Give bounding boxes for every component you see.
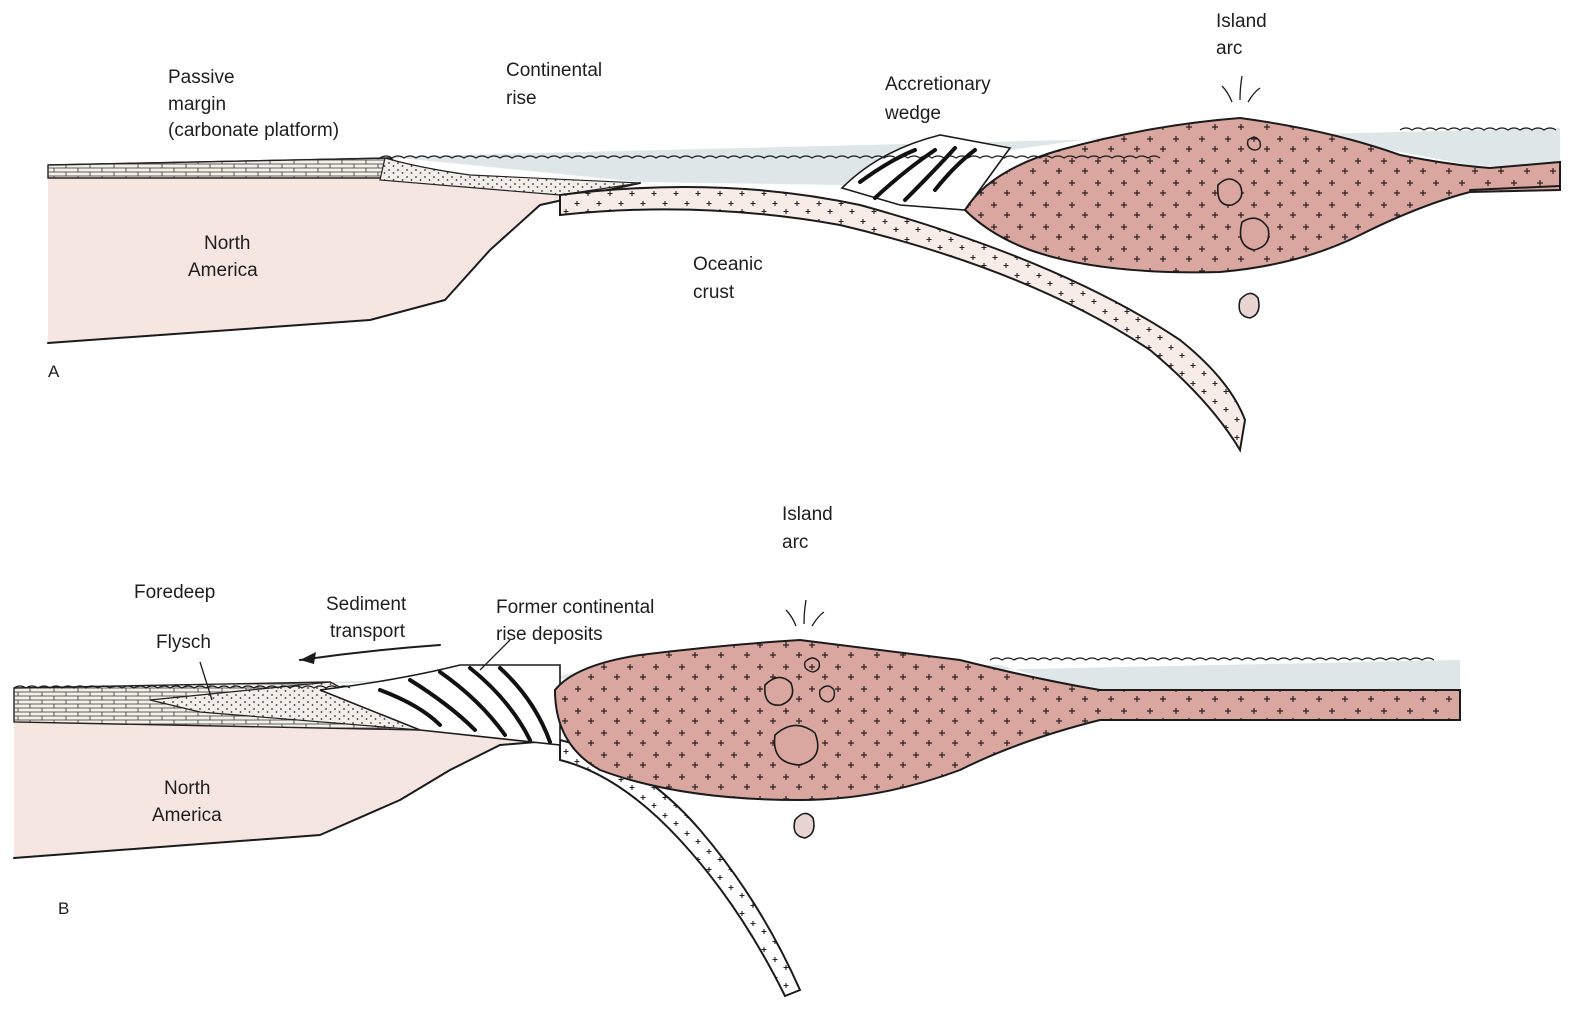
magma-blob-b1 — [765, 677, 793, 705]
magma-blob-b3 — [820, 686, 835, 702]
magma-blob-b2 — [775, 725, 818, 765]
magma-blob-a2 — [1241, 218, 1269, 250]
magma-blob-b5 — [794, 813, 814, 838]
magma-blob-a1 — [1218, 179, 1242, 205]
magma-blob-a3 — [1239, 293, 1259, 318]
label-foredeep: Foredeep — [134, 582, 215, 603]
sediment-transport-arrow — [300, 645, 440, 660]
label-accretionary-wedge: Accretionary wedge — [884, 74, 996, 124]
label-oceanic-crust: Oceanic crust — [693, 254, 768, 303]
wave-ticks-a2 — [1400, 128, 1556, 130]
label-continental-rise: Continental rise — [506, 60, 607, 109]
carbonate-platform-a — [48, 158, 420, 178]
wave-ticks-b2 — [990, 658, 1434, 660]
label-island-arc-a: Island arc — [1216, 11, 1272, 59]
label-former-rise-deposits: Former continental rise deposits — [496, 597, 660, 645]
label-flysch: Flysch — [156, 632, 211, 653]
label-island-arc-b: Island arc — [782, 504, 838, 553]
volcano-icon-a — [1222, 76, 1260, 102]
panel-a: Passive margin (carbonate platform) Cont… — [48, 11, 1560, 450]
label-sediment-transport: Sediment transport — [326, 594, 412, 642]
volcano-icon-b — [786, 600, 824, 626]
panel-label-a: A — [48, 362, 60, 381]
sediment-transport-arrowhead — [300, 652, 316, 664]
label-passive-margin: Passive margin (carbonate platform) — [168, 67, 339, 141]
panel-b: Foredeep Flysch Sediment transport Forme… — [14, 504, 1460, 996]
panel-label-b: B — [58, 899, 69, 918]
